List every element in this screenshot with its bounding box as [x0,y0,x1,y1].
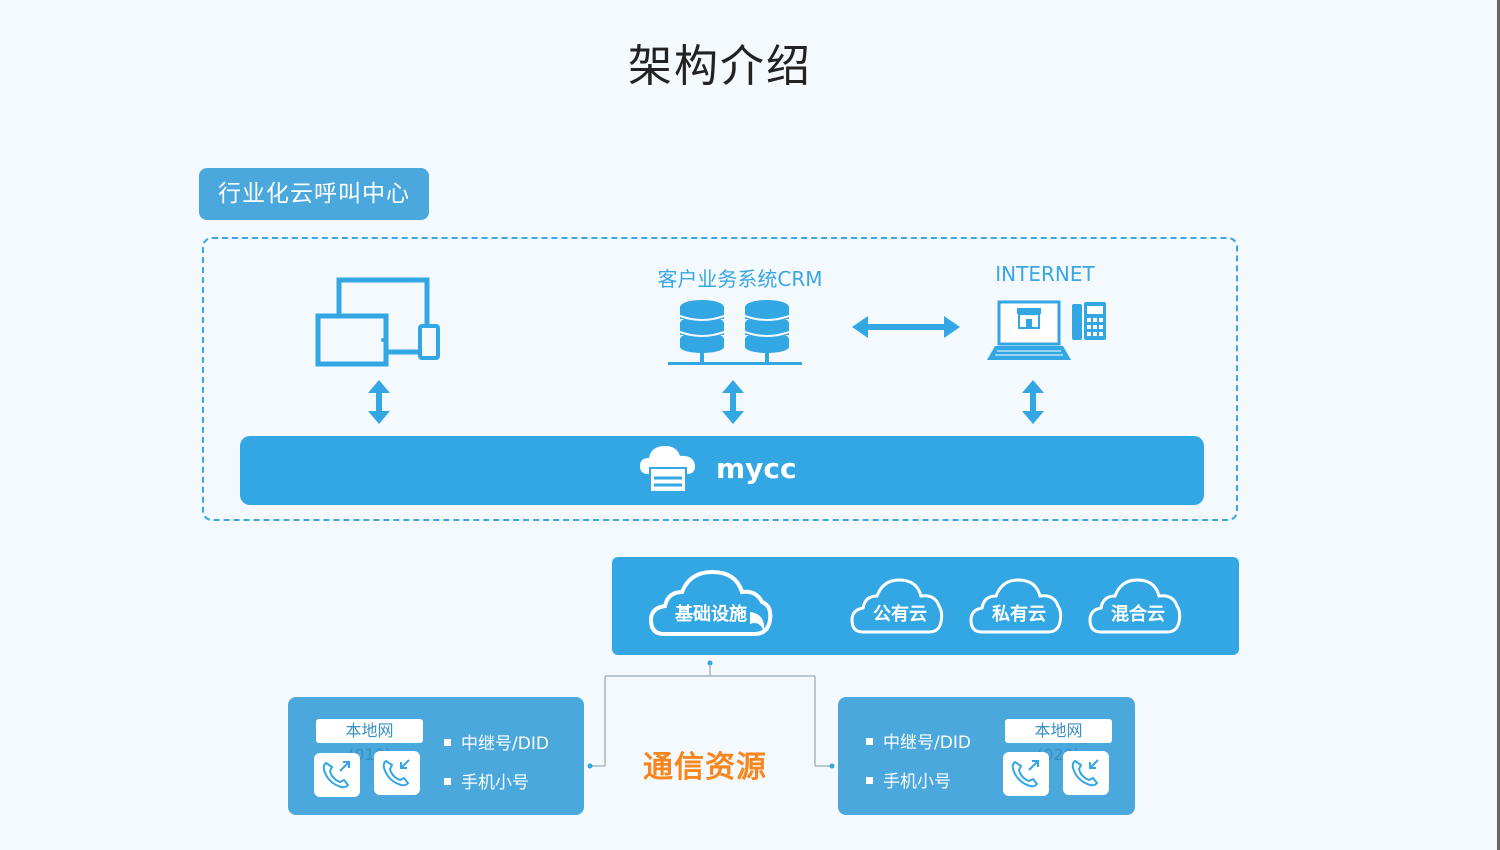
cloud-label: 基础设施 [675,604,747,625]
cloud-label: 公有云 [873,604,927,625]
bullet-trunk-did: 中继号/DID [866,728,971,753]
phone-outgoing-icon [1003,752,1049,796]
architecture-frame [202,237,1238,521]
vertical-arrow-icon [722,380,744,424]
cloud-label: 混合云 [1111,604,1165,625]
crm-label: 客户业务系统CRM [657,267,823,291]
cloud-icon [850,578,944,634]
cloud-icon [1088,578,1182,634]
cloud-icon [969,578,1063,634]
double-arrow-icon [852,316,960,338]
vertical-arrow-icon [368,380,390,424]
local-network-tag: 本地网(010) [316,719,423,764]
devices-icon [315,277,440,367]
internet-label: INTERNET [995,262,1095,286]
phone-incoming-icon [374,751,420,795]
local-network-tag: 本地网(020) [1005,719,1112,764]
database-icon [668,300,802,365]
bullet-mobile-alias: 手机小号 [444,768,529,793]
desk-phone-icon [1072,302,1106,340]
mycc-label: mycc [716,452,797,485]
page-title: 架构介绍 [628,41,812,92]
section-tag: 行业化云呼叫中心 [199,168,429,220]
cloud-icon [648,569,773,636]
connector-lines [587,660,835,769]
phone-outgoing-icon [314,753,360,797]
comm-resource-label: 通信资源 [643,750,767,785]
bullet-mobile-alias: 手机小号 [866,767,951,792]
cloud-server-icon [640,446,695,493]
bullet-trunk-did: 中继号/DID [444,729,549,754]
phone-incoming-icon [1063,751,1109,795]
window-edge [1497,0,1500,850]
laptop-store-icon [987,300,1071,360]
vertical-arrow-icon [1022,380,1044,424]
cloud-label: 私有云 [992,604,1046,625]
mycc-bar [240,436,1204,505]
